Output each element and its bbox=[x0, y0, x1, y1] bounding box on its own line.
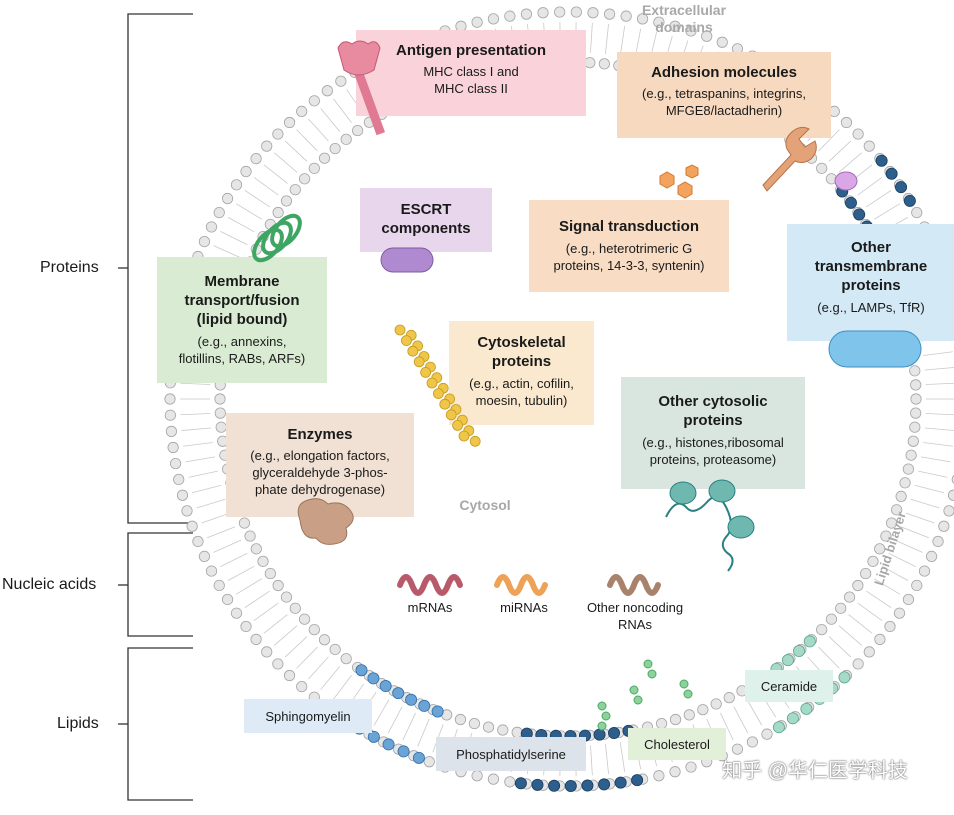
signal-transduction-box bbox=[529, 200, 729, 292]
adhesion-desc-2: MFGE8/lactadherin) bbox=[665, 103, 783, 118]
enzymes-title: Enzymes bbox=[287, 426, 353, 443]
transmembrane-title-1: Other bbox=[850, 239, 891, 256]
watermark: 知乎 @华仁医学科技 bbox=[722, 760, 908, 782]
cytosol-label: Cytosol bbox=[459, 497, 511, 513]
noncoding-rna-icon bbox=[607, 574, 661, 596]
membrane-title-1: Membrane bbox=[204, 273, 280, 290]
sphingomyelin-box bbox=[244, 699, 372, 733]
signal-molecules-icon bbox=[659, 164, 699, 199]
signal-title: Signal transduction bbox=[558, 218, 699, 235]
transmembrane-desc: (e.g., LAMPs, TfR) bbox=[817, 300, 925, 315]
cytoskeletal-title-1: Cytoskeletal bbox=[477, 334, 566, 351]
brackets bbox=[118, 13, 193, 801]
phosphatidylserine-label: Phosphatidylserine bbox=[456, 747, 566, 762]
transmembrane-title-3: proteins bbox=[841, 277, 901, 294]
sphingomyelin-label: Sphingomyelin bbox=[265, 709, 351, 724]
adhesion-desc-1: (e.g., tetraspanins, integrins, bbox=[641, 86, 807, 101]
extracellular-label-1: Extracellular bbox=[641, 2, 727, 18]
lipids-label: Lipids bbox=[57, 715, 99, 732]
actin-filament-icon bbox=[394, 324, 481, 447]
cytosolic-title-1: Other cytosolic bbox=[658, 393, 768, 410]
adhesion-molecules-box bbox=[617, 52, 831, 138]
membrane-transport-box bbox=[157, 257, 327, 383]
noncoding-label-1: Other noncoding bbox=[586, 600, 684, 615]
antigen-desc-2: MHC class II bbox=[434, 81, 508, 96]
histone-icon bbox=[665, 479, 755, 572]
cholesterol-icon bbox=[597, 659, 693, 731]
escrt-box bbox=[360, 188, 492, 252]
mirna-icon bbox=[494, 574, 548, 596]
antigen-desc-1: MHC class I and bbox=[423, 64, 519, 79]
transmembrane-title-2: transmembrane bbox=[814, 258, 928, 275]
proteins-label: Proteins bbox=[40, 259, 99, 276]
cytosolic-title-2: proteins bbox=[683, 412, 743, 429]
other-transmembrane-box bbox=[787, 224, 954, 341]
adhesion-title: Adhesion molecules bbox=[651, 64, 797, 81]
phosphatidylserine-box bbox=[436, 737, 586, 771]
signal-desc-1: (e.g., heterotrimeric G bbox=[565, 241, 693, 256]
enzymes-desc-3: phate dehydrogenase) bbox=[254, 482, 386, 497]
nucleic-acids-label: Nucleic acids bbox=[2, 576, 97, 593]
membrane-title-3: (lipid bound) bbox=[196, 311, 288, 328]
antigen-presentation-box bbox=[356, 30, 586, 116]
enzyme-icon bbox=[297, 498, 354, 545]
transmembrane-protein-icon bbox=[828, 330, 922, 368]
mhc-molecule-icon bbox=[337, 40, 386, 136]
cytoskeletal-desc-2: moesin, tubulin) bbox=[475, 393, 568, 408]
enzymes-desc-1: (e.g., elongation factors, bbox=[250, 448, 390, 463]
cytosolic-desc-1: (e.g., histones,ribosomal bbox=[642, 435, 784, 450]
membrane-title-2: transport/fusion bbox=[184, 292, 300, 309]
membrane-desc-1: (e.g., annexins, bbox=[197, 334, 287, 349]
ceramide-box bbox=[745, 670, 833, 702]
cholesterol-label: Cholesterol bbox=[644, 737, 710, 752]
escrt-title-1: ESCRT bbox=[400, 201, 452, 218]
cytoskeletal-title-2: proteins bbox=[491, 353, 552, 370]
mrna-label: mRNAs bbox=[407, 600, 453, 615]
cytoskeletal-box bbox=[449, 321, 594, 425]
membrane-transport-icon bbox=[252, 213, 302, 263]
noncoding-label-2: RNAs bbox=[618, 617, 652, 632]
signal-desc-2: proteins, 14-3-3, syntenin) bbox=[553, 258, 705, 273]
enzymes-desc-2: glyceraldehyde 3-phos- bbox=[252, 465, 388, 480]
cytosolic-desc-2: proteins, proteasome) bbox=[649, 452, 777, 467]
cytoskeletal-desc-1: (e.g., actin, cofilin, bbox=[469, 376, 574, 391]
mrna-icon bbox=[397, 574, 463, 596]
cholesterol-box bbox=[628, 728, 726, 760]
membrane-desc-2: flotillins, RABs, ARFs) bbox=[178, 351, 306, 366]
extracellular-label-2: domains bbox=[655, 19, 713, 35]
escrt-icon bbox=[380, 247, 434, 273]
antigen-title: Antigen presentation bbox=[395, 42, 546, 59]
other-cytosolic-box bbox=[621, 377, 805, 489]
ceramide-label: Ceramide bbox=[760, 679, 818, 694]
mirna-label: miRNAs bbox=[500, 600, 548, 615]
escrt-title-2: components bbox=[381, 220, 471, 237]
adhesion-molecule-icon bbox=[762, 126, 858, 192]
